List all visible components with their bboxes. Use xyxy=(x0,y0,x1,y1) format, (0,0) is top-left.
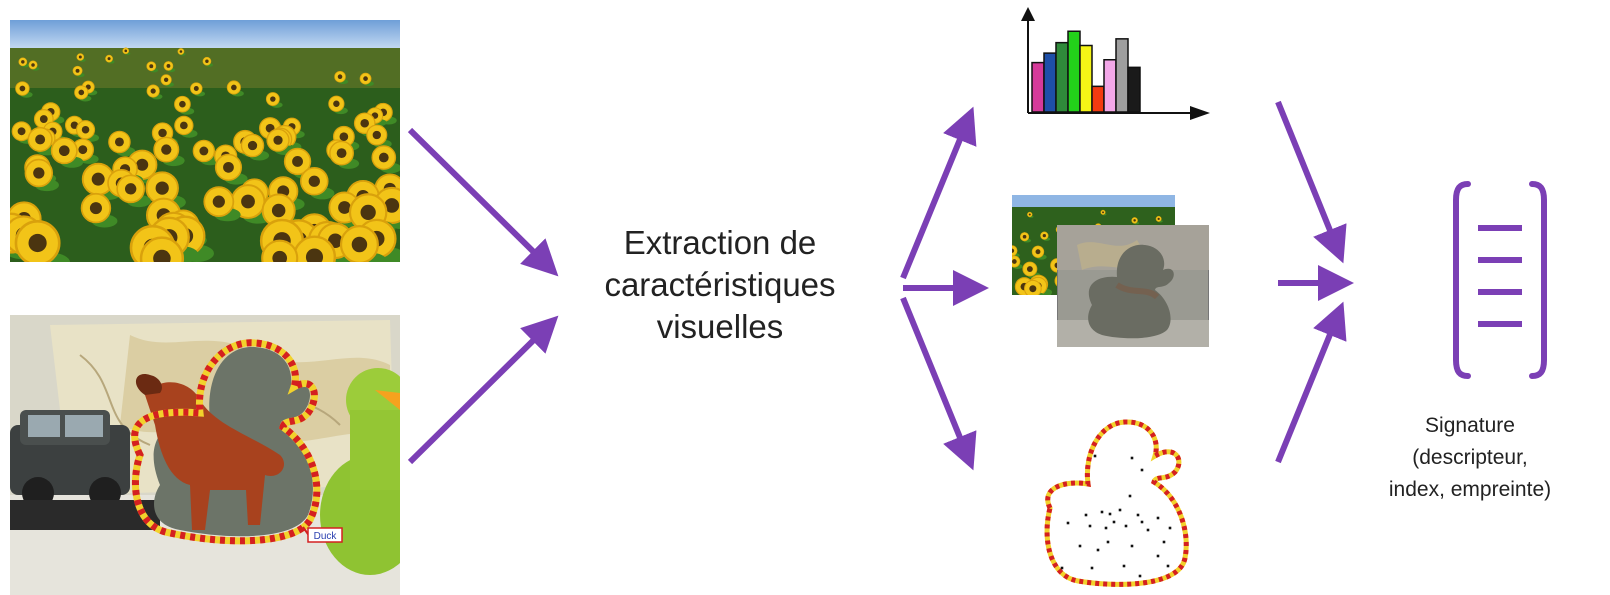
histogram-bar xyxy=(1091,85,1105,113)
signature-label-line1: Signature xyxy=(1425,414,1515,437)
histogram-bar xyxy=(1115,38,1129,113)
arrow-extraction-to-keypoints xyxy=(900,296,977,471)
arrow-image1-to-extraction xyxy=(407,127,559,277)
extraction-label-line3: visuelles xyxy=(656,308,784,345)
color-histogram xyxy=(1021,7,1210,120)
signature-label-line2: (descripteur, xyxy=(1412,446,1528,469)
signature-vector-icon xyxy=(1453,181,1547,379)
duck-contour-keypoints xyxy=(1044,419,1189,587)
duck-tag-box xyxy=(307,527,343,543)
arrow-keypoints-to-signature xyxy=(1275,301,1347,464)
histogram-bar xyxy=(1043,52,1057,113)
left-bracket xyxy=(1453,181,1471,379)
right-bracket xyxy=(1529,181,1547,379)
histogram-bar xyxy=(1079,44,1093,113)
arrow-image2-to-extraction xyxy=(407,315,559,465)
toy-car xyxy=(10,410,160,530)
duck-tag-label: Duck xyxy=(314,531,338,542)
y-axis-arrowhead xyxy=(1021,7,1035,21)
horse-toy xyxy=(135,374,285,530)
histogram-bar xyxy=(1067,30,1081,113)
histogram-bar xyxy=(1127,66,1141,113)
extraction-label: Extraction de caractéristiques visuelles xyxy=(560,222,880,348)
x-axis-arrowhead xyxy=(1190,106,1210,120)
extraction-label-line2: caractéristiques xyxy=(604,266,836,303)
signature-label: Signature (descripteur, index, empreinte… xyxy=(1380,410,1560,506)
toy-scene-image: Duck xyxy=(10,315,400,595)
arrow-extraction-to-histogram xyxy=(900,106,977,280)
signature-label-line3: index, empreinte) xyxy=(1388,478,1552,501)
histogram-bar xyxy=(1055,41,1069,113)
histogram-bar xyxy=(1031,61,1045,113)
arrow-histogram-to-signature xyxy=(1275,100,1347,264)
segmentation-thumbnail xyxy=(1057,225,1209,347)
extraction-label-line1: Extraction de xyxy=(623,224,817,261)
sunflower-field-image xyxy=(10,20,400,262)
green-duck xyxy=(320,368,400,575)
histogram-bar xyxy=(1103,59,1117,113)
